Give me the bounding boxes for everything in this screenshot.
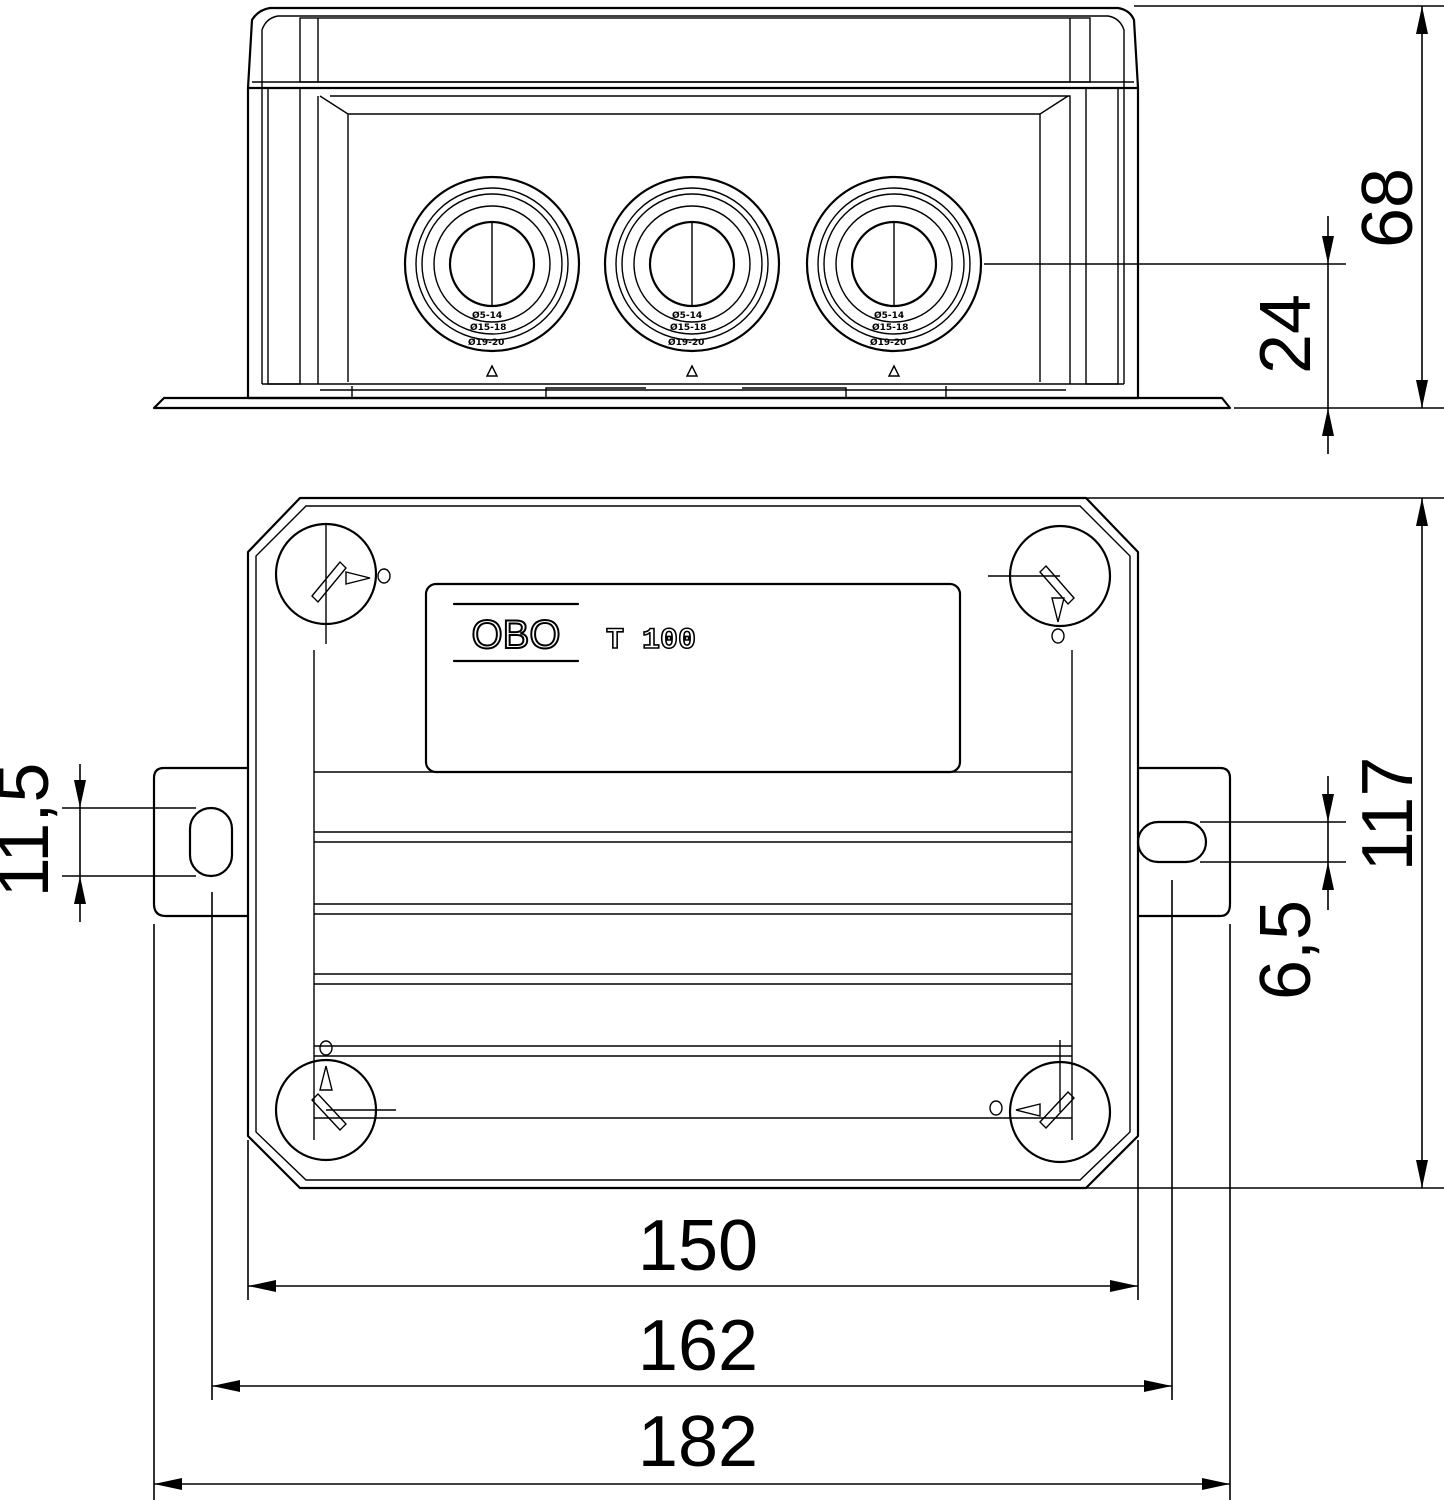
side-housing-outline [246,6,1140,400]
gland-2-range-3: Ø19-20 [668,337,704,348]
gland-3-range-3: Ø19-20 [870,337,906,348]
mounting-tab-right [1136,766,1232,918]
dim-depth-total: 117 [1348,757,1428,872]
gland-1-range-3: Ø19-20 [468,337,504,348]
lid-ribs [314,771,1072,1119]
top-housing-outline [246,496,1140,1190]
mounting-slot-left [188,806,234,878]
mounting-slot-right [1136,820,1208,864]
dim-height-total: 68 [1348,168,1428,248]
screw-bottom-left [274,1040,396,1162]
gland-1-range-1: Ø5-14 [472,310,502,321]
gland-2-range-2: Ø15-18 [670,322,706,333]
dim-width-overall: 182 [638,1402,758,1482]
screw-top-left [274,522,391,644]
side-pillar-right [1085,87,1119,385]
dim-gland-center-height: 24 [1246,294,1326,374]
gland-1-range-2: Ø15-18 [470,322,506,333]
side-view: Ø5-14 Ø15-18 Ø19-20 Ø5-14 Ø15-18 Ø19-20 … [152,6,1232,410]
brand-logo-text: OBO [472,613,561,657]
side-lid-panel [299,17,1091,83]
gland-1: Ø5-14 Ø15-18 Ø19-20 [403,175,581,377]
top-view: OBO T 100 [152,496,1232,1190]
side-pillar-left [267,87,301,385]
screw-bottom-right [989,1040,1112,1164]
top-dimensions: 117 6,5 11,5 150 162 [0,497,1444,1500]
gland-2: Ø5-14 Ø15-18 Ø19-20 [603,175,781,377]
type-label: T 100 [606,624,696,658]
gland-2-range-1: Ø5-14 [672,310,702,321]
side-housing-inner-edge [261,15,1125,384]
gland-3-range-2: Ø15-18 [872,322,908,333]
dim-slot-offset: 6,5 [1246,900,1326,1000]
mounting-tab-left [152,766,250,918]
dim-width-body: 150 [638,1206,758,1286]
obo-logo: OBO [452,602,580,663]
side-front-face [317,95,1071,384]
gland-3: Ø5-14 Ø15-18 Ø19-20 [805,175,983,377]
dim-slot-length: 11,5 [0,763,64,898]
side-dimensions: 68 24 [984,5,1444,454]
side-mounting-plate [152,396,1232,410]
dim-width-hole-spacing: 162 [638,1306,758,1386]
gland-3-range-1: Ø5-14 [874,310,904,321]
screw-top-right [988,524,1112,644]
